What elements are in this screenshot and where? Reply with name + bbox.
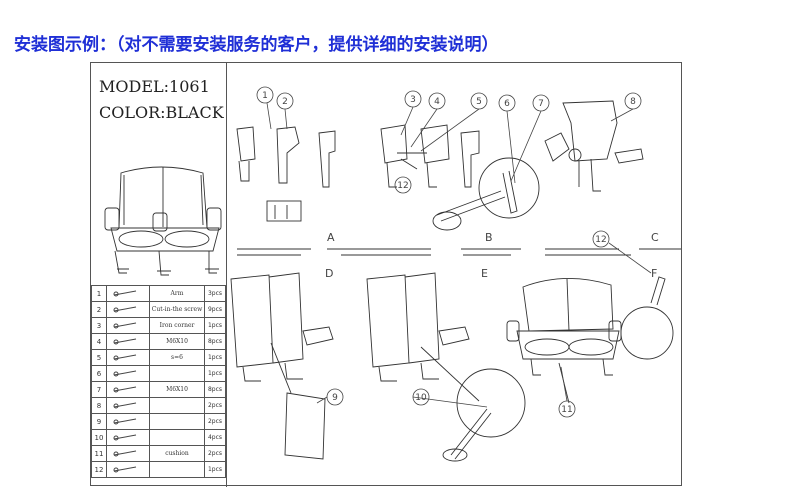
- step-label-a: A: [327, 231, 335, 244]
- callout-number: 9: [332, 393, 338, 403]
- callout-number: 12: [595, 235, 606, 245]
- model-label: MODEL:1061: [99, 77, 210, 96]
- callout-number: 2: [282, 97, 288, 107]
- step-label-f: F: [651, 267, 657, 280]
- color-label: COLOR:BLACK: [99, 103, 224, 122]
- callout-number: 6: [504, 99, 510, 109]
- callout-number: 12: [397, 181, 408, 191]
- callout-number: 7: [538, 99, 544, 109]
- callout-number: 3: [410, 95, 416, 105]
- step-label-e: E: [481, 267, 488, 280]
- callout-number: 5: [476, 97, 482, 107]
- step-label-d: D: [325, 267, 333, 280]
- parts-qty: 1pcs: [204, 461, 226, 478]
- page-title: 安装图示例：（对不需要安装服务的客户，提供详细的安装说明）: [14, 35, 499, 55]
- callout-number: 1: [262, 91, 268, 101]
- callout-number: 8: [630, 97, 636, 107]
- step-label-c: C: [651, 231, 659, 244]
- step-label-b: B: [485, 231, 493, 244]
- callout-number: 10: [415, 393, 427, 403]
- callout-number: 4: [434, 97, 440, 107]
- chair-preview: [104, 166, 222, 276]
- callout-number: 11: [561, 405, 572, 415]
- parts-qty: 3pcs: [204, 285, 226, 302]
- parts-qty: 8pcs: [204, 333, 226, 350]
